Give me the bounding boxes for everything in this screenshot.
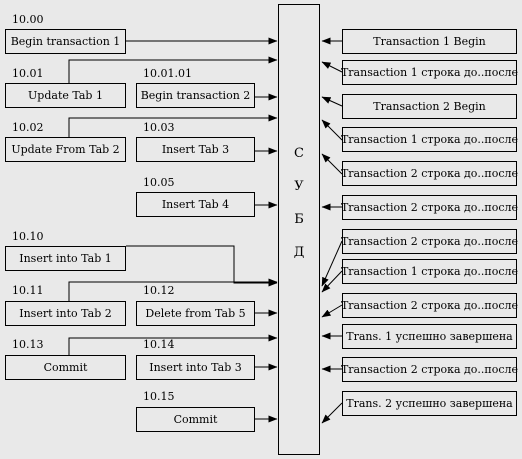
connector-right-7 <box>321 240 343 287</box>
dbms-letter: Б <box>294 212 304 227</box>
connector-insert-into-tab-2 <box>68 278 278 301</box>
log-entry: Trans. 1 успешно завершена <box>342 324 517 349</box>
dbms-block: С У Б Д <box>278 4 320 455</box>
step-insert-tab-4: Insert Tab 4 <box>136 192 255 217</box>
timestamp: 10.10 <box>12 230 44 243</box>
timestamp: 10.03 <box>143 121 175 134</box>
log-entry: Transaction 2 Begin <box>342 94 517 119</box>
timestamp: 10.00 <box>12 13 44 26</box>
connector-update-tab-1 <box>68 56 278 83</box>
step-insert-into-tab-3: Insert into Tab 3 <box>136 355 255 380</box>
step-update-from-tab-2: Update From Tab 2 <box>5 137 126 162</box>
step-commit-1: Commit <box>5 355 126 380</box>
connector-right-9 <box>321 304 343 318</box>
connector-right-2 <box>321 61 343 73</box>
connector-right-4 <box>321 119 343 141</box>
step-insert-tab-3: Insert Tab 3 <box>136 137 255 162</box>
log-entry: Transaction 1 строка до..после <box>341 259 518 284</box>
log-entry: Transaction 1 строка до..после <box>341 127 518 152</box>
log-entry: Transaction 2 строка до..после <box>341 161 518 186</box>
step-insert-into-tab-1: Insert into Tab 1 <box>5 246 126 271</box>
log-entry: Trans. 2 успешно завершена <box>342 391 517 416</box>
dbms-letter: Д <box>293 245 305 260</box>
timestamp: 10.12 <box>143 284 175 297</box>
connector-update-from-tab-2 <box>68 114 278 137</box>
connector-insert-into-tab-1 <box>126 245 278 287</box>
log-entry: Transaction 2 строка до..после <box>341 293 518 318</box>
timestamp: 10.13 <box>12 338 44 351</box>
timestamp: 10.01 <box>12 67 44 80</box>
log-entry: Transaction 1 Begin <box>342 29 517 54</box>
timestamp: 10.01.01 <box>143 67 192 80</box>
log-entry: Transaction 2 строка до..после <box>341 229 518 254</box>
dbms-letter: С <box>294 146 304 161</box>
connector-commit-1 <box>68 334 278 357</box>
timestamp: 10.14 <box>143 338 175 351</box>
step-insert-into-tab-2: Insert into Tab 2 <box>5 301 126 326</box>
connector-right-3 <box>321 96 343 107</box>
timestamp: 10.15 <box>143 390 175 403</box>
timestamp: 10.02 <box>12 121 44 134</box>
timestamp: 10.11 <box>12 284 44 297</box>
step-begin-transaction-2: Begin transaction 2 <box>136 83 255 108</box>
log-entry: Transaction 1 строка до..после <box>341 60 518 85</box>
step-commit-2: Commit <box>136 407 255 432</box>
dbms-letter: У <box>294 179 304 194</box>
step-update-tab-1: Update Tab 1 <box>5 83 126 108</box>
log-entry: Transaction 2 строка до..после <box>341 357 518 382</box>
step-delete-from-tab-5: Delete from Tab 5 <box>136 301 255 326</box>
connector-right-8 <box>321 270 343 293</box>
connector-right-12 <box>321 402 343 424</box>
timestamp: 10.05 <box>143 176 175 189</box>
connector-right-5 <box>321 153 343 175</box>
step-begin-transaction-1: Begin transaction 1 <box>5 29 126 54</box>
log-entry: Transaction 2 строка до..после <box>341 195 518 220</box>
